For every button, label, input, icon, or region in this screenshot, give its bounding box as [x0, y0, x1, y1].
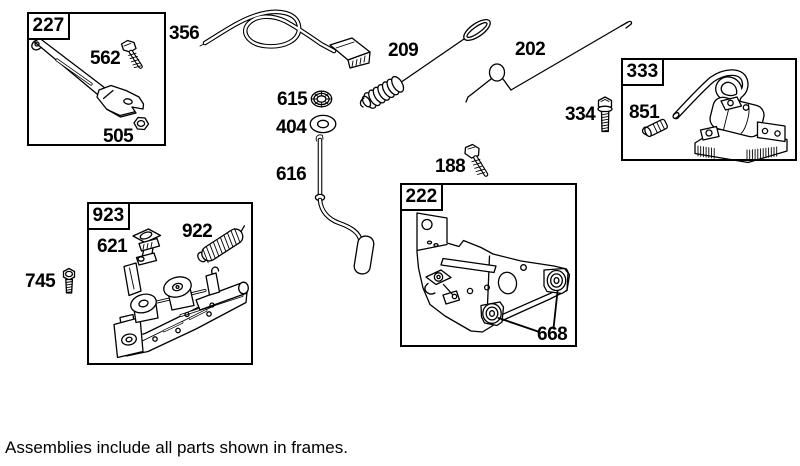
part-label-745: 745 [25, 271, 56, 292]
part-label-334: 334 [565, 104, 596, 125]
frame-222: 222 [399, 182, 577, 347]
frame-label-923: 923 [86, 201, 131, 230]
clamp-621-drawing [132, 228, 162, 266]
part-label-356: 356 [169, 23, 200, 44]
bolt-562-drawing [120, 39, 143, 69]
part-label-188: 188 [435, 156, 466, 177]
part-label-668: 668 [537, 324, 568, 345]
frame-label-227: 227 [26, 11, 71, 40]
frame-227: 227 [26, 11, 166, 146]
part-label-922: 922 [182, 221, 213, 242]
part-label-209: 209 [388, 40, 419, 61]
frame-number: 227 [32, 14, 65, 36]
ignition-coil-333-drawing [672, 69, 788, 164]
stop-cable-drawing [199, 9, 371, 69]
frame-923: 923 [86, 201, 253, 365]
part-label-202: 202 [515, 39, 546, 60]
terminal-851-drawing [641, 118, 668, 138]
frame-number: 923 [92, 204, 125, 226]
frame-333: 333 [620, 57, 797, 161]
part-label-562: 562 [90, 48, 121, 69]
screw-334-drawing [597, 96, 613, 133]
governor-crank-616-drawing [314, 134, 375, 275]
part-label-615: 615 [277, 89, 308, 110]
star-washer-615-drawing [310, 90, 333, 108]
frame-label-222: 222 [399, 182, 444, 211]
screw-188-drawing [464, 143, 489, 177]
frame-number: 333 [626, 60, 659, 82]
brake-lever-drawing [31, 37, 145, 118]
frame-number: 222 [405, 185, 438, 207]
part-label-621: 621 [97, 236, 128, 257]
screw-745-drawing [62, 267, 76, 294]
part-label-616: 616 [276, 164, 307, 185]
washer-404-drawing [309, 114, 337, 134]
part-label-505: 505 [103, 126, 134, 147]
governor-link-drawing [465, 20, 633, 103]
governor-spring-drawing [359, 18, 491, 109]
part-label-404: 404 [276, 117, 307, 138]
frame-label-333: 333 [620, 57, 665, 86]
nut-505-drawing [133, 116, 150, 131]
bracket-assembly-923-drawing [113, 262, 249, 359]
grommet-668-drawing [482, 269, 567, 333]
part-label-851: 851 [629, 102, 660, 123]
spring-922-drawing [197, 225, 246, 264]
footer-note: Assemblies include all parts shown in fr… [5, 438, 348, 457]
